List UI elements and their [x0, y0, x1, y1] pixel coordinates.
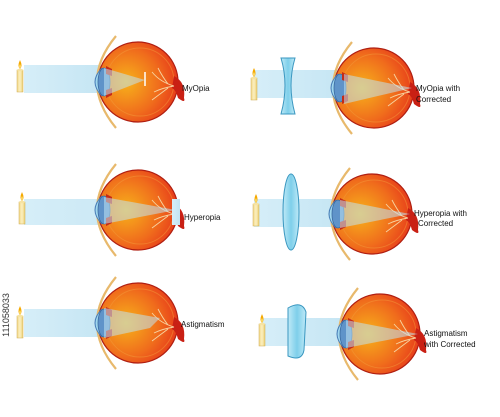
watermark-text: 111058033	[1, 293, 11, 337]
cylindrical-lens-icon	[287, 304, 307, 359]
astigmatism-diagram	[16, 275, 186, 371]
label-myopia-corrected-line1: MyOpia with	[416, 84, 461, 93]
label-hyperopia-corrected-line1: Hyperopia with	[414, 209, 467, 218]
candle-icon	[16, 59, 24, 93]
focus-cone	[344, 74, 412, 104]
label-astigmatism-corrected-line2: with Corrected	[424, 340, 476, 349]
candle-icon	[18, 191, 26, 225]
focus-cone	[104, 308, 160, 338]
focus-cone	[346, 320, 418, 348]
label-hyperopia: Hyperopia	[184, 213, 221, 222]
astigmatism-corrected-diagram	[258, 286, 428, 382]
focus-cone	[104, 68, 145, 96]
label-myopia-corrected-line2: Corrected	[416, 95, 452, 104]
hyperopia-corrected-diagram	[252, 166, 420, 262]
label-astigmatism-corrected-line1: Astigmatism	[424, 329, 468, 338]
focus-cone	[104, 197, 176, 224]
focus-cone	[340, 200, 410, 228]
concave-lens-icon	[280, 57, 296, 115]
label-hyperopia-corrected-line2: Corrected	[418, 219, 454, 228]
myopia-diagram	[16, 34, 186, 130]
candle-icon	[16, 305, 24, 339]
convex-lens-icon	[282, 173, 300, 251]
candle-icon	[252, 193, 260, 227]
label-astigmatism: Astigmatism	[181, 320, 225, 329]
myopia-corrected-diagram	[250, 40, 422, 136]
label-myopia: MyOpia	[182, 84, 210, 93]
watermark-id: 111058033	[0, 240, 12, 390]
behind-retina-beam	[172, 199, 180, 225]
hyperopia-diagram	[18, 162, 186, 258]
